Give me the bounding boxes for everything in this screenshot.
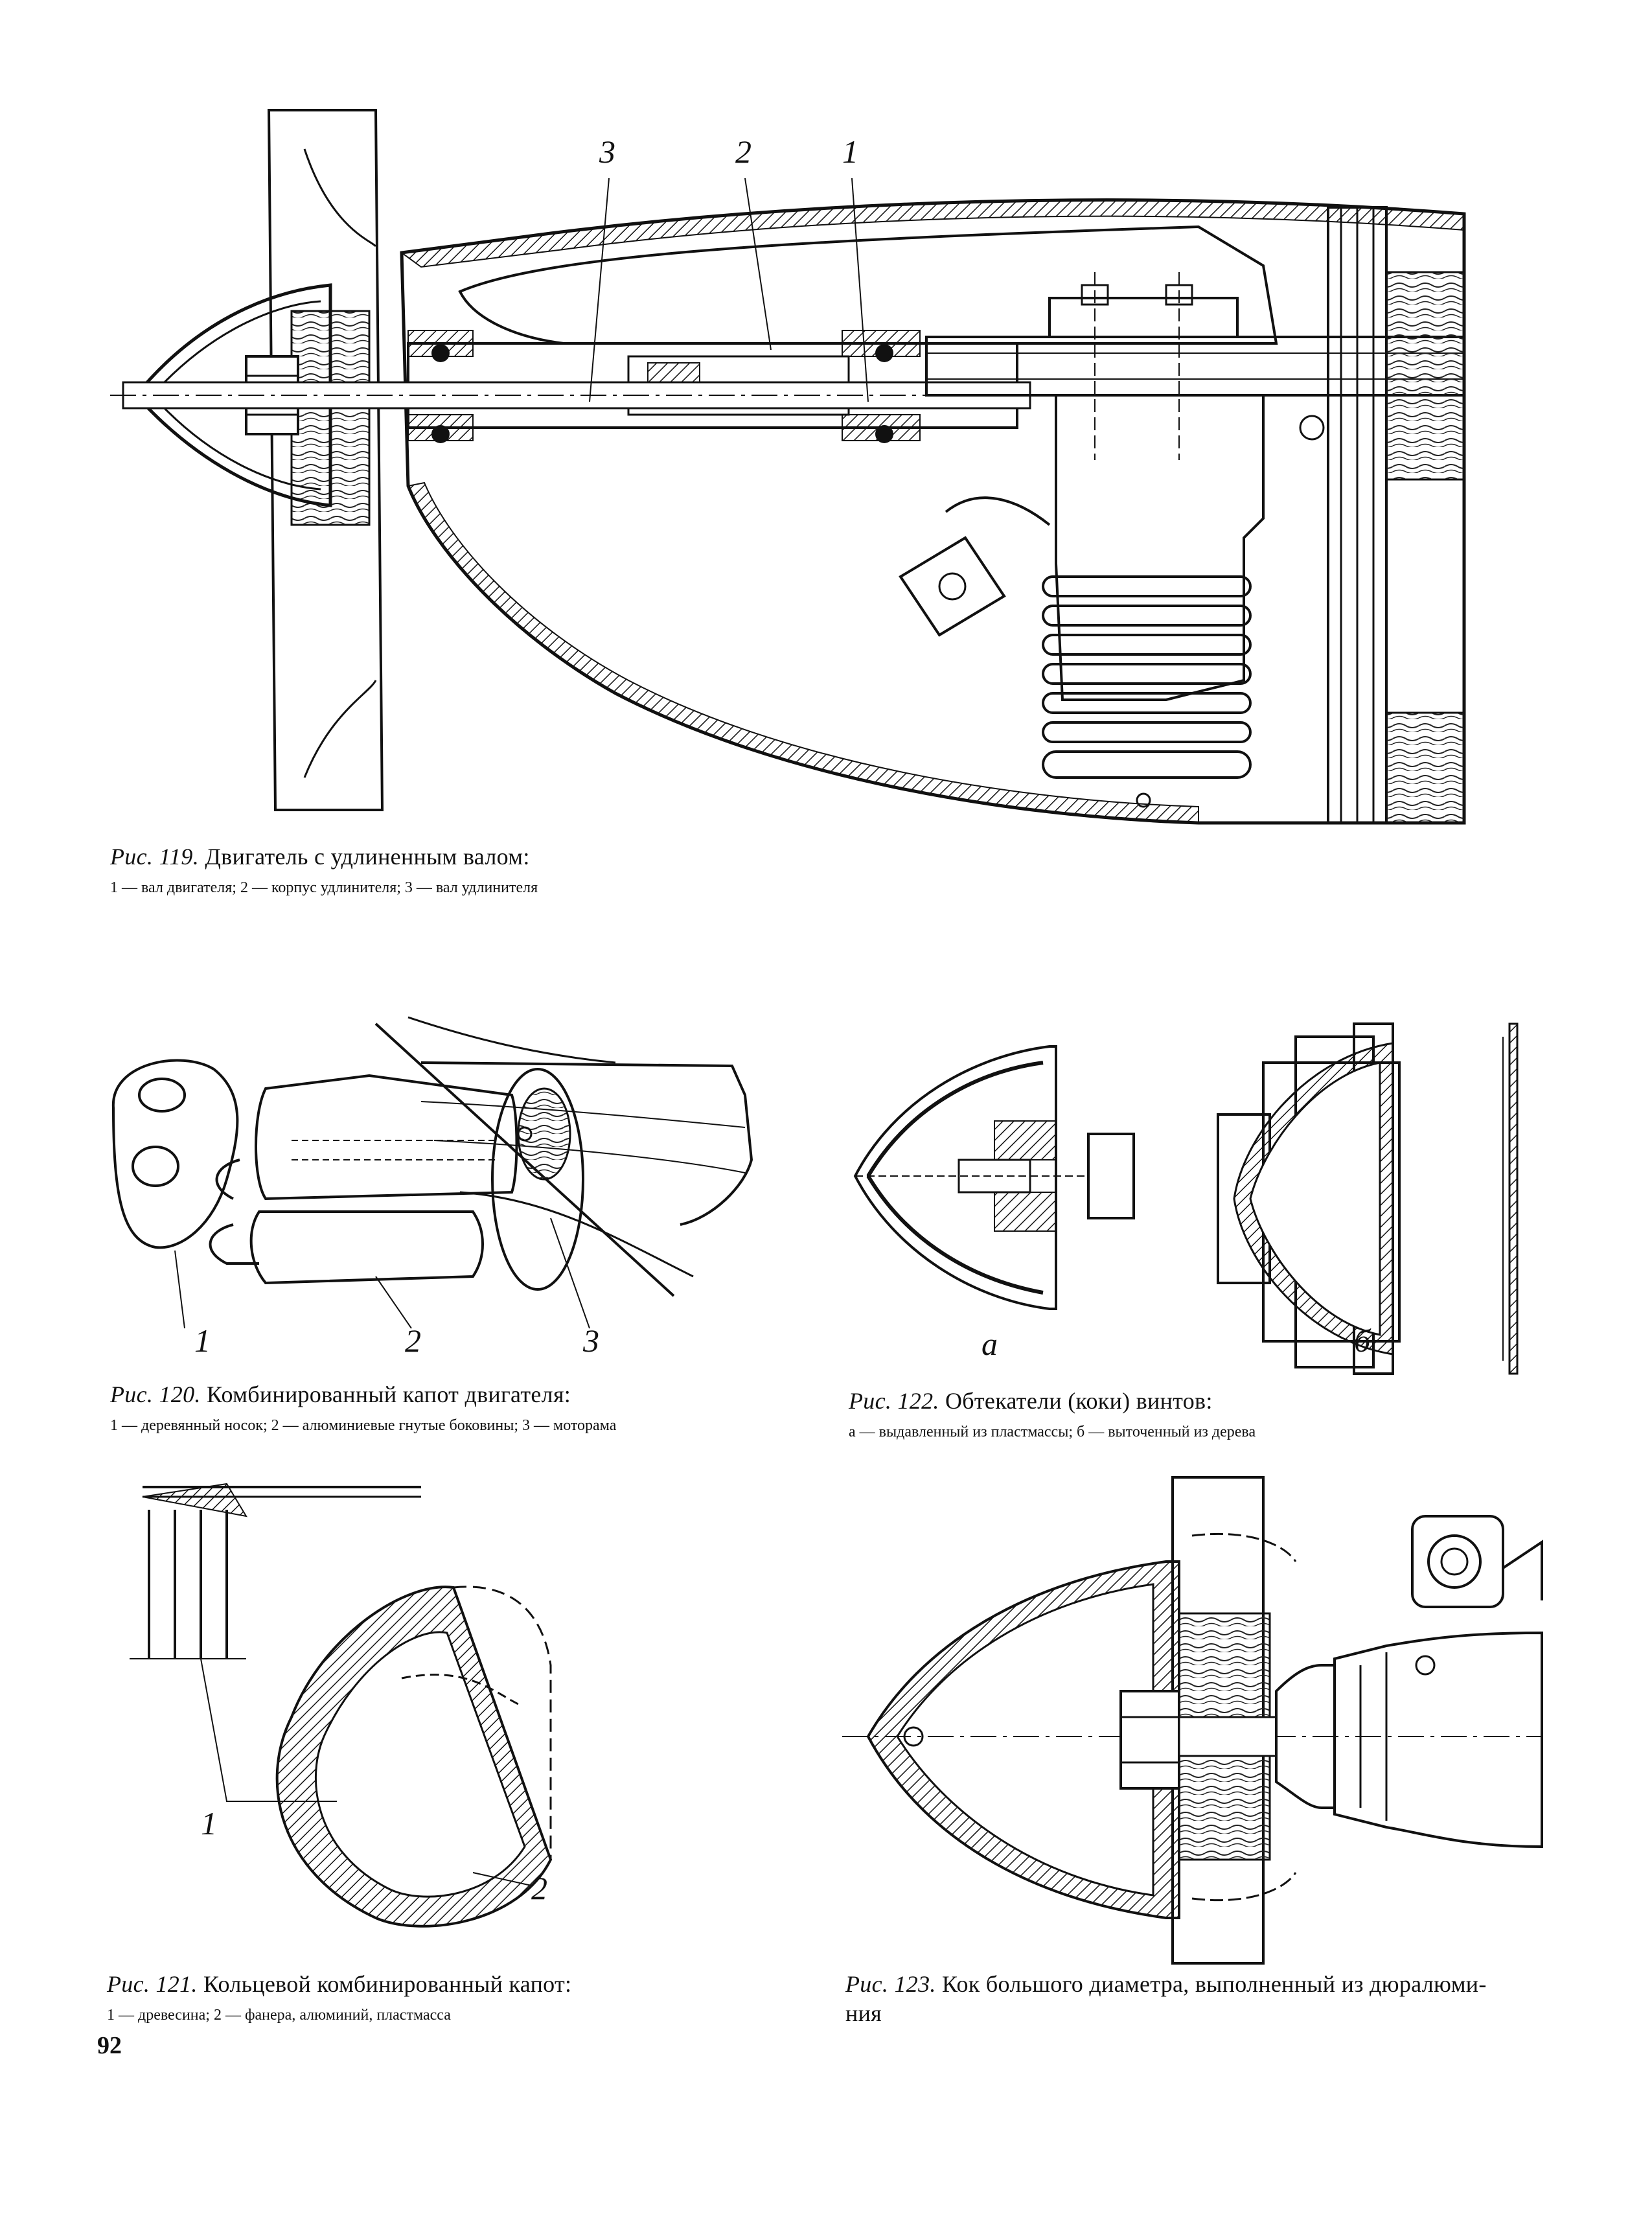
figure-123-drawing [842,1476,1543,1965]
figure-120-drawing [111,1016,753,1329]
fig119-callout-3: 3 [599,133,615,170]
fig121-callout-1: 1 [201,1805,217,1841]
fig120-legend: 1 — деревянный носок; 2 — алюминиевые гн… [110,1417,617,1434]
fig120-caption: Рис. 120. Комбинированный капот двигател… [110,1380,571,1409]
fig121-caption: Рис. 121. Кольцевой комбинированный капо… [107,1970,571,1999]
fig121-callout-2: 2 [531,1870,547,1906]
fig119-caption: Рис. 119. Двигатель с удлиненным валом: [110,842,530,871]
fig121-label: Рис. 121. [107,1971,198,1997]
fig122-legend: а — выдавленный из пластмассы; б — выточ… [849,1424,1256,1440]
fig120-title: Комбинированный капот двигателя: [206,1381,571,1407]
fig119-legend: 1 — вал двигателя; 2 — корпус удлинителя… [110,879,538,896]
figure-121-drawing [130,1483,553,1928]
figure-122-drawing [853,1022,1519,1375]
fig122-callout-a: а [981,1326,998,1362]
fig123-title: Кок большого диаметра, выполненный из дю… [941,1971,1487,1997]
fig119-label: Рис. 119. [110,844,199,870]
fig123-caption: Рис. 123. Кок большого диаметра, выполне… [845,1970,1558,2028]
figure-122-spinners: а б [842,1017,1555,1380]
figure-119-engine-extended-shaft: 3 2 1 [97,97,1477,842]
fig122-label: Рис. 122. [849,1388,939,1414]
fig122-title: Обтекатели (коки) винтов: [945,1388,1213,1414]
figure-120-combined-cowling: 1 2 3 [97,1004,777,1361]
fig120-callout-2: 2 [405,1322,421,1359]
fig121-legend: 1 — древесина; 2 — фанера, алюминий, пла… [107,2007,451,2024]
fig122-callout-b: б [1354,1322,1371,1359]
fig120-callout-1: 1 [194,1322,211,1359]
fig121-title: Кольцевой комбинированный капот: [203,1971,572,1997]
figure-119-drawing [110,109,1466,825]
fig119-title: Двигатель с удлиненным валом: [205,844,530,870]
fig120-label: Рис. 120. [110,1381,201,1407]
page-number: 92 [97,2032,122,2059]
fig120-callout-3: 3 [583,1322,599,1359]
figure-121-ring-cowling: 1 2 [130,1471,648,1970]
fig119-callout-2: 2 [735,133,751,170]
fig123-label: Рис. 123. [845,1971,936,1997]
fig119-callout-1: 1 [842,133,858,170]
fig122-caption: Рис. 122. Обтекатели (коки) винтов: [849,1387,1213,1416]
fig123-title-line2: ния [845,2000,882,2026]
figure-123-large-spinner [842,1471,1555,1970]
